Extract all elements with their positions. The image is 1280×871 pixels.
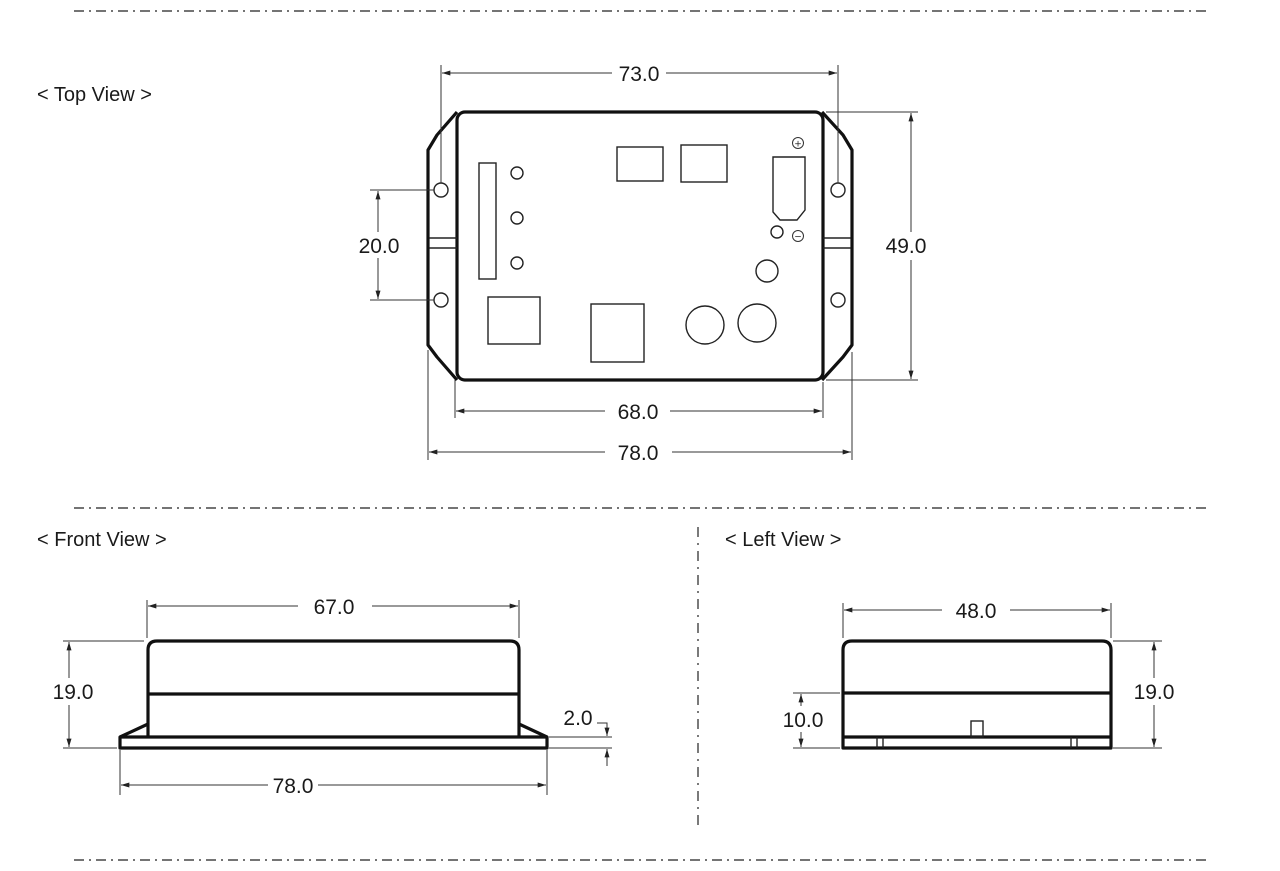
mounting-hole [830, 182, 846, 198]
dim-flange-thickness: 2.0 [563, 707, 592, 730]
terminal-strip [478, 162, 497, 280]
power-connector [772, 156, 806, 221]
minus-terminal-icon [792, 230, 804, 242]
front-view-drawing [118, 639, 549, 750]
dim-body-width: 68.0 [618, 401, 659, 424]
dim-left-width: 48.0 [956, 600, 997, 623]
component-block [680, 144, 728, 183]
front-view-label: < Front View > [37, 529, 167, 551]
dim-left-lower-height: 10.0 [783, 709, 824, 732]
dim-front-overall-width: 78.0 [273, 775, 314, 798]
front-view-base-outline [118, 722, 549, 750]
plus-symbol: + [794, 140, 802, 150]
dim-front-height: 19.0 [53, 681, 94, 704]
led-indicator [510, 166, 524, 180]
component-block [590, 303, 645, 363]
left-view-dimensions: 48.0 19.0 10.0 [783, 600, 1175, 749]
top-view-flange-outline [426, 110, 854, 382]
front-view-body-outline [146, 639, 521, 737]
led-indicator [510, 211, 524, 225]
top-view-dimensions: 73.0 20.0 49.0 68.0 78.0 [359, 63, 927, 465]
left-view-label: < Left View > [725, 529, 841, 551]
component-block [487, 296, 541, 345]
round-connector [737, 303, 777, 343]
led-indicator [510, 256, 524, 270]
left-view-drawing [841, 639, 1113, 750]
top-view-label: < Top View > [37, 84, 152, 106]
mounting-hole [830, 292, 846, 308]
dim-front-top-width: 67.0 [314, 596, 355, 619]
small-port [770, 225, 784, 239]
dim-hole-span: 73.0 [619, 63, 660, 86]
dim-overall-width: 78.0 [618, 442, 659, 465]
component-block [616, 146, 664, 182]
round-port [755, 259, 779, 283]
round-connector [685, 305, 725, 345]
top-view-body-outline [455, 110, 825, 382]
minus-symbol: − [794, 233, 802, 243]
dim-hole-pitch: 20.0 [359, 235, 400, 258]
plus-terminal-icon [792, 137, 804, 149]
top-view-drawing: + − [426, 110, 854, 382]
front-view-dimensions: 67.0 19.0 2.0 78.0 [53, 596, 612, 798]
mounting-hole [433, 182, 449, 198]
left-view-body-outline [841, 639, 1113, 750]
dim-left-height: 19.0 [1134, 681, 1175, 704]
dim-body-height: 49.0 [886, 235, 927, 258]
mounting-hole [433, 292, 449, 308]
left-view-notch [970, 720, 984, 738]
